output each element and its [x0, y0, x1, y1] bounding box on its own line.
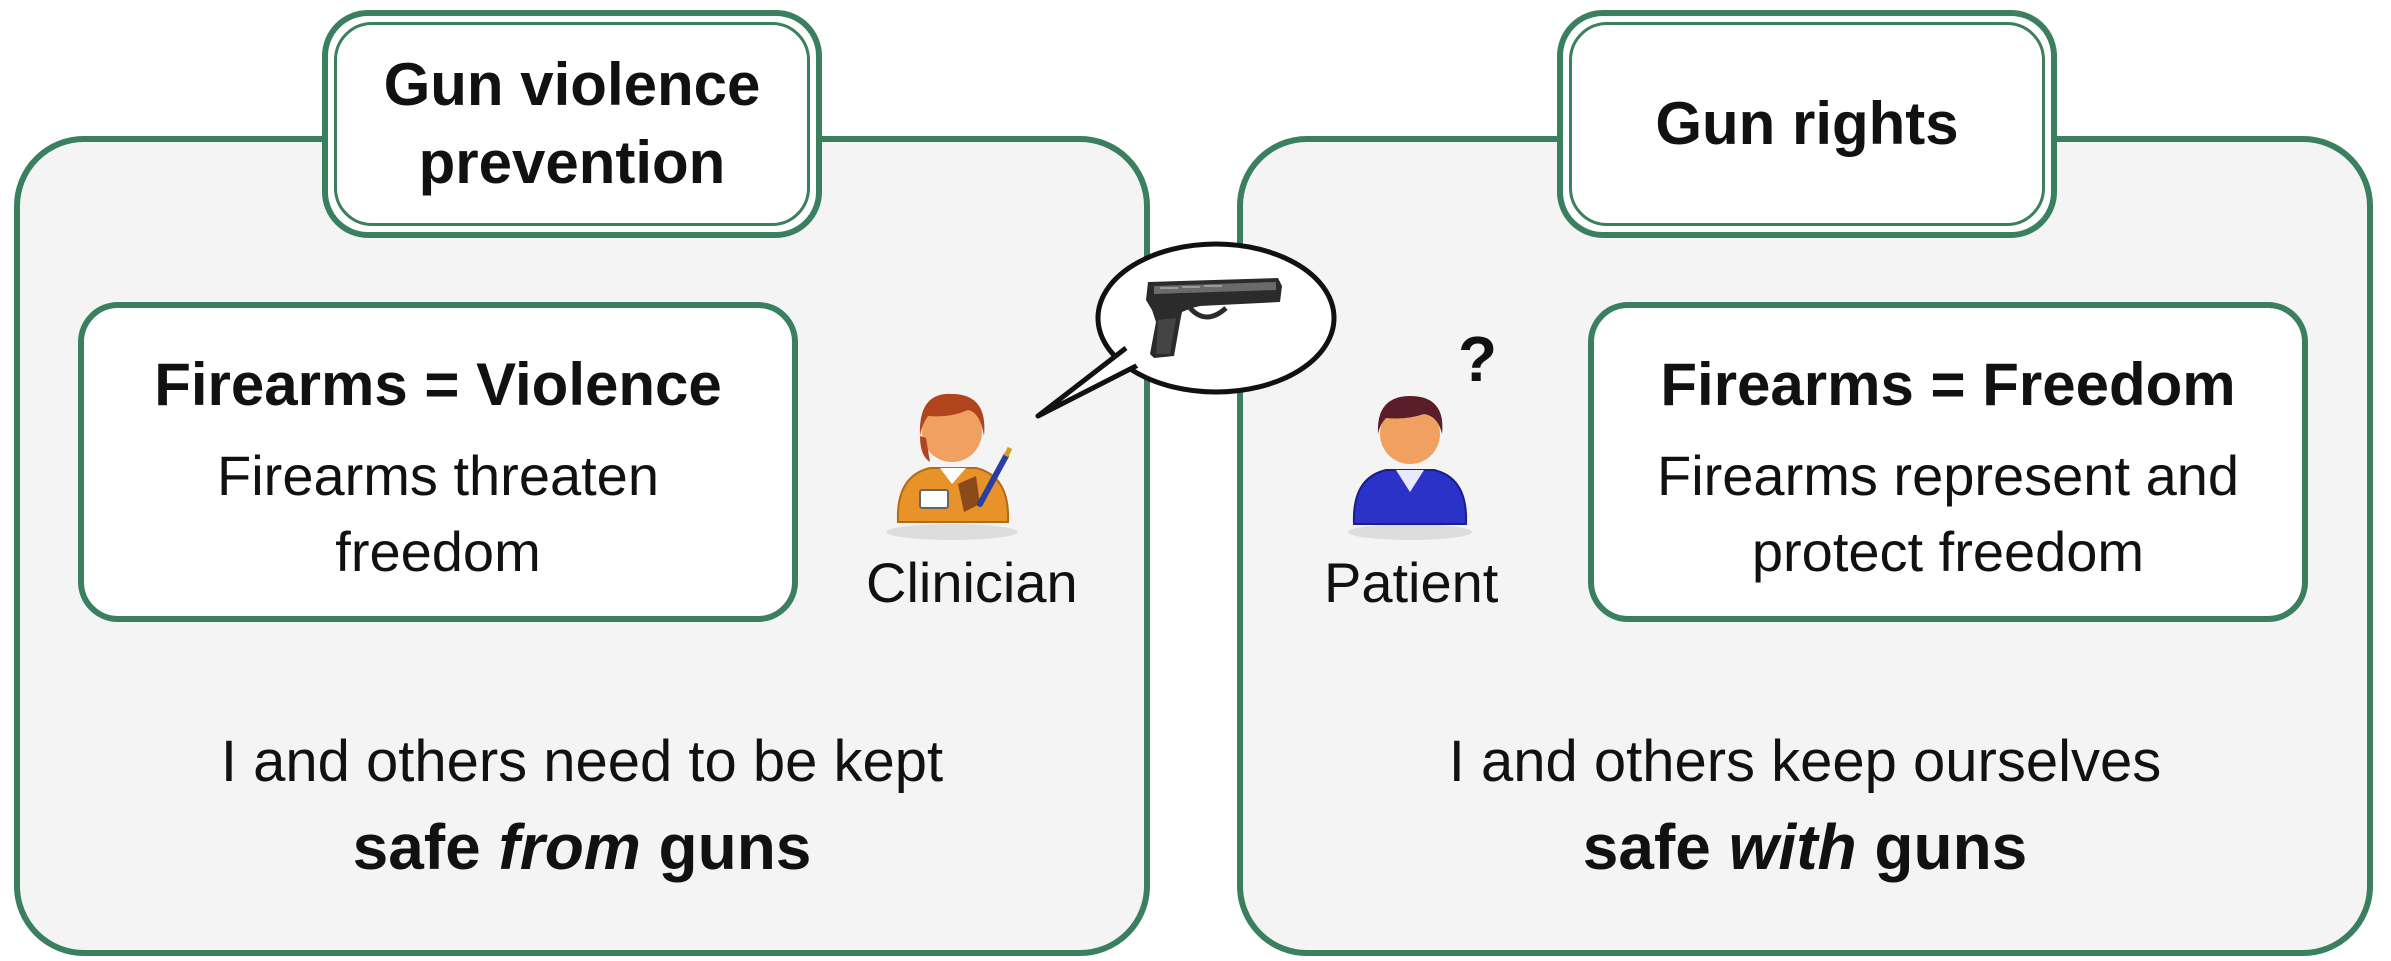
firearms-violence-card: Firearms = Violence Firearms threaten fr… [78, 302, 798, 622]
gun-violence-prevention-tab: Gun violence prevention [322, 10, 822, 238]
left-bottom-line1: I and others need to be kept [220, 729, 944, 794]
right-bottom-statement: I and others keep ourselves safe with gu… [1237, 720, 2373, 890]
clinician-label: Clinician [866, 551, 1078, 614]
right-tab-title: Gun rights [1655, 90, 1959, 157]
right-card-title: Firearms = Freedom [1660, 351, 2236, 418]
left-card-description: Firearms threaten freedom [217, 444, 659, 583]
clinician-person-icon [886, 393, 1018, 540]
patient-person-icon [1348, 396, 1472, 540]
left-tab-title: Gun violence prevention [383, 51, 761, 196]
right-bottom-line2: safe with guns [1582, 811, 2028, 883]
patient-label: Patient [1324, 551, 1499, 614]
firearms-freedom-card: Firearms = Freedom Firearms represent an… [1588, 302, 2308, 622]
right-card-description: Firearms represent and protect freedom [1656, 444, 2239, 583]
left-card-title: Firearms = Violence [154, 351, 722, 418]
left-bottom-statement: I and others need to be kept safe from g… [14, 720, 1150, 890]
right-bottom-line1: I and others keep ourselves [1448, 729, 2162, 794]
gun-rights-tab: Gun rights [1557, 10, 2057, 238]
handgun-icon [1146, 278, 1282, 358]
speech-bubble [1035, 241, 1337, 419]
question-mark: ? [1458, 323, 1498, 395]
left-bottom-line2: safe from guns [352, 811, 812, 883]
